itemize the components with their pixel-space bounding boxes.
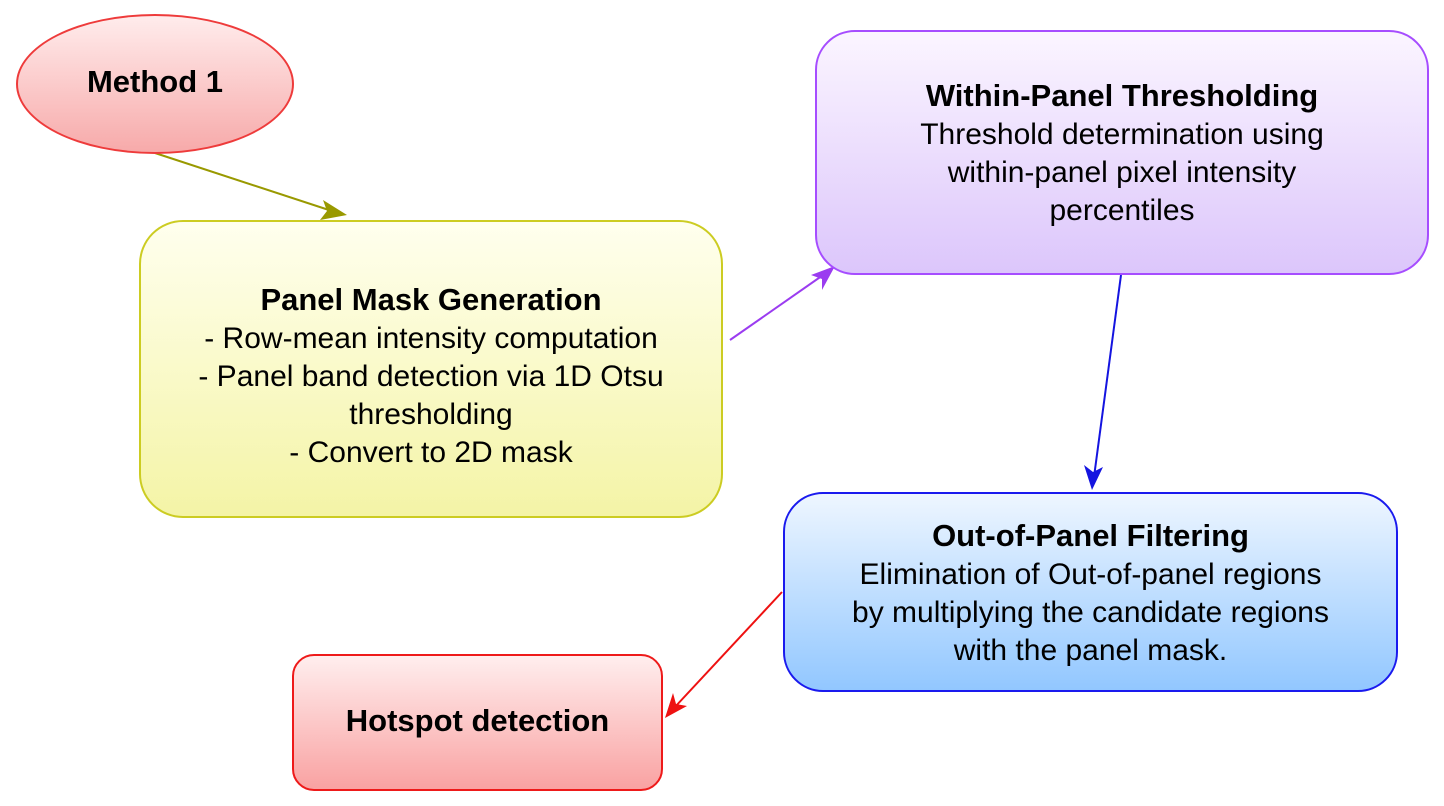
panel-mask-step-band-detection-cont: thresholding [349,398,513,431]
out-of-panel-description-line-3: with the panel mask. [953,634,1228,667]
edge-method-to-panel-mask [154,152,347,220]
panel-mask-step-convert: - Convert to 2D mask [289,436,573,469]
within-panel-thresholding-title: Within-Panel Thresholding [925,78,1319,113]
hotspot-detection-node: Hotspot detection [292,654,663,791]
within-panel-description-line-3: percentiles [1049,194,1195,227]
panel-mask-step-band-detection: - Panel band detection via 1D Otsu [198,360,664,393]
within-panel-description-line-1: Threshold determination using [920,118,1324,151]
within-panel-thresholding-node: Within-Panel Thresholding Threshold dete… [815,30,1429,275]
out-of-panel-filtering-title: Out-of-Panel Filtering [932,518,1249,553]
panel-mask-step-row-mean: - Row-mean intensity computation [204,322,658,355]
method-1-node: Method 1 [16,14,294,154]
edge-within-panel-to-out-of-panel [1084,274,1122,490]
panel-mask-generation-title: Panel Mask Generation [260,282,602,317]
out-of-panel-description-line-1: Elimination of Out-of-panel regions [859,558,1322,591]
edge-panel-mask-to-within-panel [729,266,835,341]
method-1-title: Method 1 [86,64,224,99]
out-of-panel-filtering-node: Out-of-Panel Filtering Elimination of Ou… [783,492,1398,692]
within-panel-description-line-2: within-panel pixel intensity [947,156,1297,189]
panel-mask-generation-node: Panel Mask Generation - Row-mean intensi… [139,220,723,518]
edge-out-of-panel-to-hotspot [665,591,783,718]
out-of-panel-description-line-2: by multiplying the candidate regions [852,596,1329,629]
hotspot-detection-title: Hotspot detection [345,702,610,738]
